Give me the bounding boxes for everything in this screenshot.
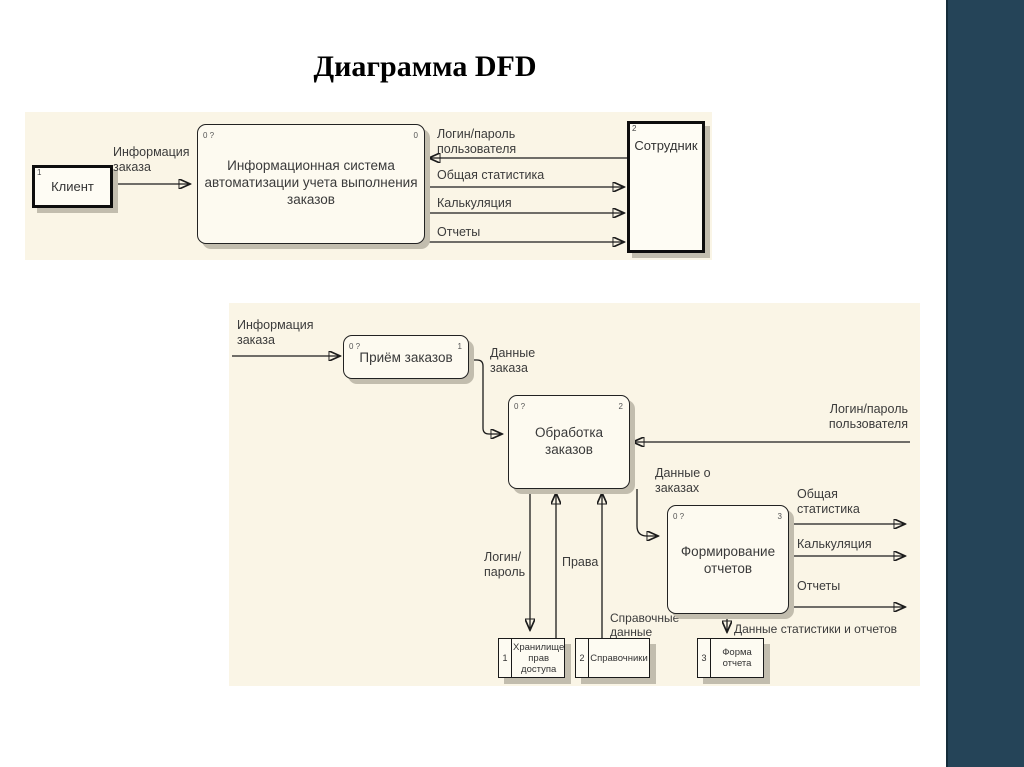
- datastore-report-form: 3 Форма отчета: [697, 638, 764, 678]
- p2-label: Обработка заказов: [534, 425, 604, 457]
- flow-label-login-parol: Логин/ пароль: [484, 550, 526, 579]
- flow-label-reports: Отчеты: [437, 225, 481, 239]
- client-label: Клиент: [51, 179, 94, 194]
- flow-label-order-data: Данные заказа: [490, 346, 536, 375]
- flow-label-reports-2: Отчеты: [797, 579, 841, 593]
- system-corner-left: 0 ?: [203, 131, 215, 140]
- flow-label-calculation: Калькуляция: [437, 196, 512, 210]
- flow-label-orders-data: Данные о заказах: [655, 466, 711, 495]
- process-information-system: 0 ? 0 Информационная система автоматизац…: [197, 124, 425, 244]
- flow-label-login-password: Логин/пароль пользователя: [437, 127, 517, 156]
- employee-label: Сотрудник: [634, 138, 698, 153]
- flow-label-stats-reports-data: Данные статистики и отчетов: [734, 622, 898, 636]
- client-number: 1: [37, 168, 42, 177]
- p1-label: Приём заказов: [359, 350, 453, 365]
- p2-corner-left: 0 ?: [514, 402, 526, 411]
- flow-label-overall-stats: Общая статистика: [437, 168, 545, 182]
- p3-label: Формирование отчетов: [680, 544, 776, 576]
- flow-label-rights: Права: [562, 555, 599, 569]
- system-label: Информационная система автоматизации уче…: [204, 158, 418, 207]
- slide-sidebar-decoration: [946, 0, 1024, 767]
- p1-corner-right: 1: [457, 342, 462, 351]
- flow-label-order-info-2: Информация заказа: [237, 318, 314, 347]
- employee-number: 2: [632, 124, 637, 133]
- flow-label-order-info: Информация заказа: [113, 145, 190, 174]
- external-entity-client: 1 Клиент: [32, 165, 113, 208]
- flow-label-login-password-2: Логин/пароль пользователя: [828, 402, 908, 431]
- p2-corner-right: 2: [618, 402, 623, 411]
- store1-number: 1: [499, 639, 512, 677]
- flow-label-reference-data: Справочные данные: [610, 611, 680, 639]
- system-corner-right: 0: [413, 131, 418, 140]
- process-order-reception: 0 ? 1 Приём заказов: [343, 335, 469, 379]
- flow-label-calculation-2: Калькуляция: [797, 537, 872, 551]
- p3-corner-right: 3: [777, 512, 782, 521]
- store2-label: Справочники: [590, 652, 648, 664]
- external-entity-employee: 2 Сотрудник: [627, 121, 705, 253]
- flow-label-overall-stats-2: Общая статистика: [797, 487, 860, 516]
- datastore-access-rights: 1 Хранилище прав доступа: [498, 638, 565, 678]
- page-title: Диаграмма DFD: [313, 50, 537, 83]
- store1-label: Хранилище прав доступа: [513, 641, 565, 675]
- store2-number: 2: [576, 639, 589, 677]
- process-order-processing: 0 ? 2 Обработка заказов: [508, 395, 630, 489]
- store3-number: 3: [698, 639, 711, 677]
- p3-corner-left: 0 ?: [673, 512, 685, 521]
- p1-corner-left: 0 ?: [349, 342, 361, 351]
- store3-label: Форма отчета: [722, 647, 752, 669]
- datastore-reference-books: 2 Справочники: [575, 638, 650, 678]
- process-report-generation: 0 ? 3 Формирование отчетов: [667, 505, 789, 614]
